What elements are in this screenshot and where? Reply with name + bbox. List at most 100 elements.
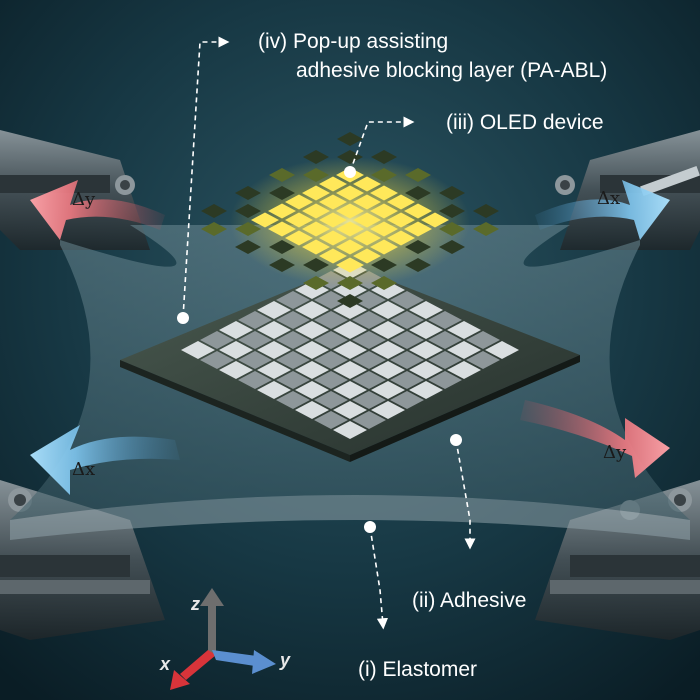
oled-pixel <box>353 248 381 264</box>
abl-tile <box>352 291 386 309</box>
interconnect-pad <box>269 168 295 182</box>
abl-tile <box>409 301 443 319</box>
abl-tile <box>314 371 348 389</box>
oled-pixel <box>421 212 449 228</box>
oled-pixel <box>336 221 364 237</box>
abl-tile <box>257 361 291 379</box>
abl-tile <box>333 321 367 339</box>
interconnect-pad <box>371 276 397 290</box>
abl-tile <box>352 351 386 369</box>
pa-abl-layer <box>181 261 519 439</box>
interconnect-pad <box>235 204 261 218</box>
elastomer-edge <box>10 495 690 540</box>
abl-tile <box>333 361 367 379</box>
interconnect-pad <box>439 222 465 236</box>
oled-device <box>201 132 499 308</box>
oled-pixel <box>319 194 347 210</box>
interconnect-pad <box>439 186 465 200</box>
interconnect-pad <box>439 240 465 254</box>
abl-tile <box>447 341 481 359</box>
oled-pixel <box>353 230 381 246</box>
abl-tile <box>466 351 500 369</box>
interconnect-pad <box>235 240 261 254</box>
axis-y-shaft <box>212 650 257 666</box>
abl-tile <box>371 361 405 379</box>
oled-pixel <box>387 212 415 228</box>
interconnect-pad <box>303 258 329 272</box>
abl-tile <box>409 321 443 339</box>
oled-pixel <box>285 212 313 228</box>
abl-tile <box>333 381 367 399</box>
oled-pixel <box>285 194 313 210</box>
interconnect-pad <box>235 186 261 200</box>
callout-dot-i <box>364 521 376 533</box>
label-iv-line2: adhesive blocking layer (PA-ABL) <box>296 59 607 82</box>
abl-tile <box>295 361 329 379</box>
interconnect-pad <box>371 168 397 182</box>
oled-pixel <box>336 185 364 201</box>
abl-tile <box>390 291 424 309</box>
abl-tile <box>333 301 367 319</box>
interconnect-pad <box>269 258 295 272</box>
interconnect-pad <box>269 240 295 254</box>
abl-tile <box>314 391 348 409</box>
abl-tile <box>219 341 253 359</box>
abl-tile <box>219 321 253 339</box>
interconnect-pad <box>473 222 499 236</box>
oled-pixel <box>285 230 313 246</box>
interconnect-pad <box>473 204 499 218</box>
abl-tile <box>466 331 500 349</box>
abl-tile <box>257 321 291 339</box>
axis-x-shaft <box>180 650 216 680</box>
oled-pixel <box>302 221 330 237</box>
abl-tile <box>371 401 405 419</box>
interconnect-pad <box>371 150 397 164</box>
abl-tile <box>276 331 310 349</box>
label-i: (i) Elastomer <box>358 658 477 681</box>
abl-tile <box>295 401 329 419</box>
abl-tile <box>314 331 348 349</box>
abl-tile <box>371 301 405 319</box>
abl-tile <box>200 351 234 369</box>
abl-tile <box>390 391 424 409</box>
abl-tile <box>238 331 272 349</box>
oled-pixel <box>319 176 347 192</box>
axis-z-shaft <box>208 604 216 655</box>
coordinate-axes: z x y <box>159 588 291 690</box>
callout-dot-iii <box>344 166 356 178</box>
interconnect-pad <box>371 258 397 272</box>
oled-pixel <box>268 221 296 237</box>
abl-tile <box>390 371 424 389</box>
abl-tile <box>295 301 329 319</box>
abl-tile <box>352 391 386 409</box>
arrow-bottom-left: Δx <box>30 425 180 495</box>
adhesive-edge-right <box>350 355 580 462</box>
abl-tile <box>428 371 462 389</box>
interconnect-pad <box>405 168 431 182</box>
label-iv-line1: (iv) Pop-up assisting <box>258 30 448 53</box>
arrow-label-bottom-left: Δx <box>72 459 95 480</box>
arrow-label-top-left: Δy <box>72 189 96 210</box>
oled-pixel <box>353 176 381 192</box>
oled-pixel <box>387 194 415 210</box>
oled-pixel <box>268 203 296 219</box>
interconnect-pad <box>303 150 329 164</box>
abl-tile <box>352 311 386 329</box>
callout-dot-iv <box>177 312 189 324</box>
oled-pixel <box>336 257 364 273</box>
oled-pixel <box>370 203 398 219</box>
abl-tile <box>276 291 310 309</box>
interconnect-pad <box>337 294 363 308</box>
oled-pixel <box>353 194 381 210</box>
arrow-bottom-right: Δy <box>520 400 670 478</box>
interconnect-pad <box>235 222 261 236</box>
abl-tile <box>428 331 462 349</box>
abl-tile <box>314 411 348 429</box>
interconnect-pad <box>405 240 431 254</box>
oled-pixel <box>370 239 398 255</box>
label-iii: (iii) OLED device <box>446 111 604 134</box>
clamp-top-left <box>0 130 150 250</box>
abl-tile <box>314 351 348 369</box>
oled-pixel <box>404 221 432 237</box>
